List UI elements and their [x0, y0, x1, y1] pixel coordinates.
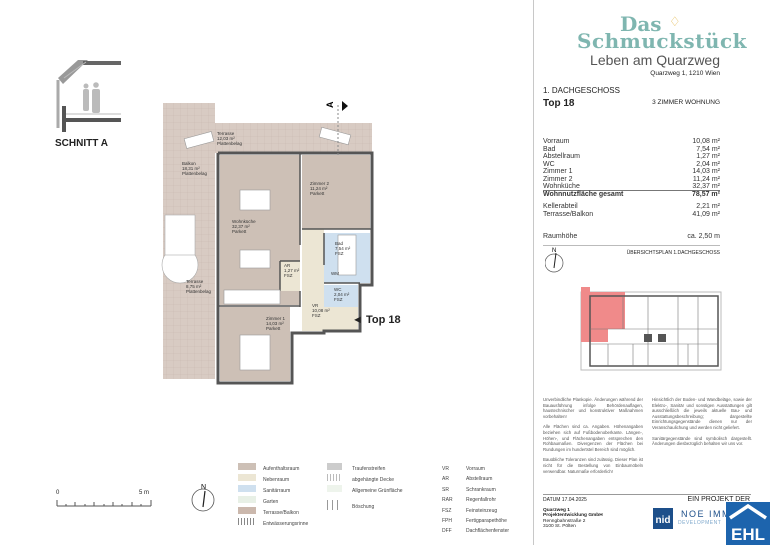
nid-logo: nid [653, 508, 673, 529]
diamond-icon: ♢ [669, 14, 681, 29]
scale-bar [56, 500, 152, 507]
unit-title: Top 18 [543, 98, 575, 109]
svg-text:N: N [201, 484, 206, 491]
unit-marker-label: Top 18 [365, 314, 401, 326]
legend-swatch-rinne [238, 518, 256, 525]
disclaimer-right: Hinsichtlich der Boden- und Wandbeläge, … [652, 397, 752, 447]
section-diagram [56, 60, 121, 132]
legend-swatch-boeschung [327, 500, 342, 510]
floor-label: 1. DACHGESCHOSS [543, 86, 620, 95]
disclaimer-left: Unverbindliche Plankopie. Änderungen wäh… [543, 397, 643, 474]
svg-text:EHL: EHL [731, 525, 765, 544]
legend-swatch-nebenraum [238, 474, 256, 481]
section-title: SCHNITT A [55, 138, 108, 149]
project-by: EIN PROJEKT DER [687, 496, 751, 503]
svg-text:N: N [552, 248, 556, 254]
legend-swatch-traufe [327, 463, 342, 470]
overview-title: ÜBERSICHTSPLAN 1.DACHGESCHOSS [626, 250, 720, 256]
section-marker: A [325, 101, 335, 108]
logo-das: Das [620, 12, 662, 36]
scale-start: 0 [56, 490, 60, 496]
scale-end: 5 m [139, 490, 150, 496]
address: Quarzweg 1, 1210 Wien [650, 70, 720, 77]
logo-tagline: Leben am Quarzweg [590, 52, 720, 68]
legend-swatch-gruenflaeche [327, 485, 342, 492]
legend-swatch-garten [238, 496, 256, 503]
ehl-logo: EHL [726, 502, 770, 545]
noe-logo-subtitle: DEVELOPMENT [678, 520, 722, 526]
unit-type: 3 ZIMMER WOHNUNG [652, 99, 720, 106]
overview-site-plan [580, 287, 722, 371]
unit-marker: ◄ Top 18 [352, 314, 401, 326]
overview-north-icon: N [545, 248, 564, 273]
legend-swatch-sanitaerraum [238, 485, 256, 492]
logo-name: Schmuckstück [577, 29, 747, 53]
date: DATUM 17.04.2025 [543, 497, 587, 503]
legend-swatch-terrasse [238, 507, 256, 514]
wm-label: WM [331, 271, 339, 276]
noe-logo-title: NOE IMMOB [681, 509, 748, 519]
footer-divider [543, 494, 751, 495]
legend-swatch-aufenthaltsraum [238, 463, 256, 470]
legend-swatch-decke [327, 474, 342, 481]
north-arrow-icon: N [191, 484, 215, 512]
divider [533, 0, 534, 545]
